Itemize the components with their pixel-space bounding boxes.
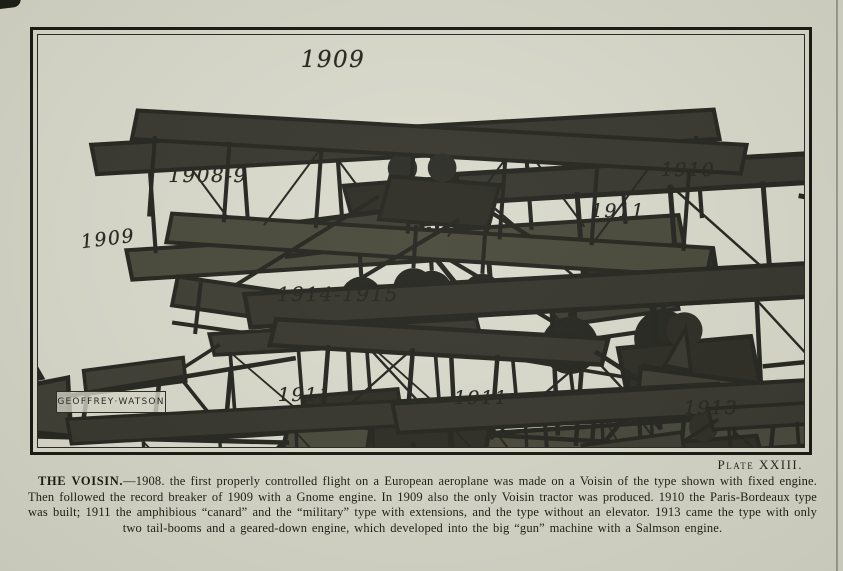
year-label-1913: 1913 bbox=[683, 397, 739, 419]
year-label-1911-bottom-left: 1911 bbox=[277, 384, 333, 406]
caption-lead: THE VOISIN. bbox=[38, 474, 124, 488]
year-label-1911-bottom-center: 1911 bbox=[453, 387, 509, 409]
year-label-1910: 1910 bbox=[660, 159, 716, 181]
artist-signature-text: GEOFFREY·WATSON bbox=[57, 397, 165, 407]
caption-paragraph: THE VOISIN.—1908. the first properly con… bbox=[28, 474, 817, 536]
plate-frame: 1909 1908-9 1910 1909 1911 1914-1915 191… bbox=[30, 27, 812, 455]
artist-signature-box: GEOFFREY·WATSON bbox=[56, 391, 166, 413]
caption-body: —1908. the first properly controlled fli… bbox=[28, 474, 817, 535]
plate-number-label: Plate XXIII. bbox=[717, 457, 803, 472]
year-label-1911-mid-right: 1911 bbox=[590, 200, 646, 222]
scan-artifact-page-edge bbox=[836, 0, 838, 571]
scan-artifact-corner bbox=[0, 0, 22, 10]
year-label-1909-top-center: 1909 bbox=[300, 47, 366, 73]
year-label-1908-9: 1908-9 bbox=[168, 163, 248, 187]
year-label-1914-1915: 1914-1915 bbox=[276, 282, 400, 306]
plate-inner-border: 1909 1908-9 1910 1909 1911 1914-1915 191… bbox=[37, 34, 805, 448]
